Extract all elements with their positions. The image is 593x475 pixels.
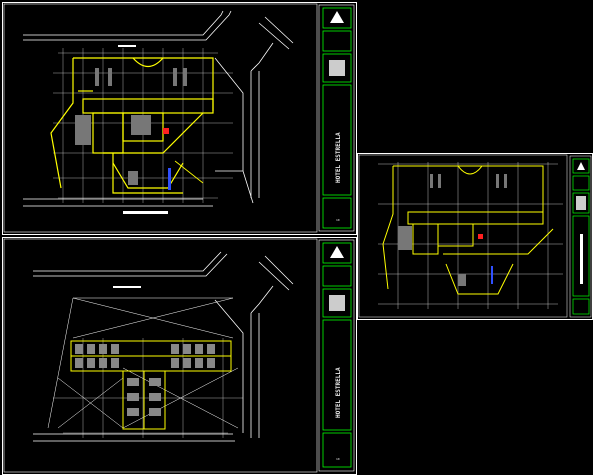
small-plan-drawing bbox=[358, 154, 592, 318]
upper-floor-drawing: HOTEL ESTRELLA 10 bbox=[3, 238, 355, 473]
grid-lines bbox=[53, 338, 243, 438]
plan-label-bar bbox=[123, 211, 168, 214]
ground-floor-drawing: HOTEL ESTRELLA 10 bbox=[3, 3, 355, 233]
title-block-stamp: 10 bbox=[336, 457, 340, 461]
title-block-stamp: 10 bbox=[336, 218, 340, 222]
guest-room-wing bbox=[70, 340, 232, 430]
grey-room-fill bbox=[75, 68, 187, 185]
title-block: HOTEL ESTRELLA 10 bbox=[318, 239, 355, 472]
grey-room-fill bbox=[398, 174, 507, 286]
sheet-upper-floor-plan[interactable]: HOTEL ESTRELLA 10 bbox=[2, 237, 357, 475]
guest-room-fill bbox=[75, 344, 215, 416]
yellow-walls bbox=[382, 165, 554, 295]
yellow-walls bbox=[50, 57, 214, 194]
street-outline bbox=[23, 10, 294, 207]
title-block: HOTEL ESTRELLA 10 bbox=[318, 4, 355, 232]
title-block-vertical-label: HOTEL ESTRELLA bbox=[335, 132, 342, 183]
accent-details bbox=[163, 128, 204, 190]
sheet-site-plan-small[interactable] bbox=[357, 153, 593, 320]
sheet-ground-floor-plan[interactable]: HOTEL ESTRELLA 10 bbox=[2, 2, 357, 235]
street-outline bbox=[33, 251, 294, 442]
plan-label-bar bbox=[113, 286, 141, 288]
title-block bbox=[569, 155, 592, 318]
plan-label-bar bbox=[118, 45, 136, 47]
title-block-vertical-label: HOTEL ESTRELLA bbox=[335, 367, 342, 418]
accent-details bbox=[478, 234, 493, 284]
